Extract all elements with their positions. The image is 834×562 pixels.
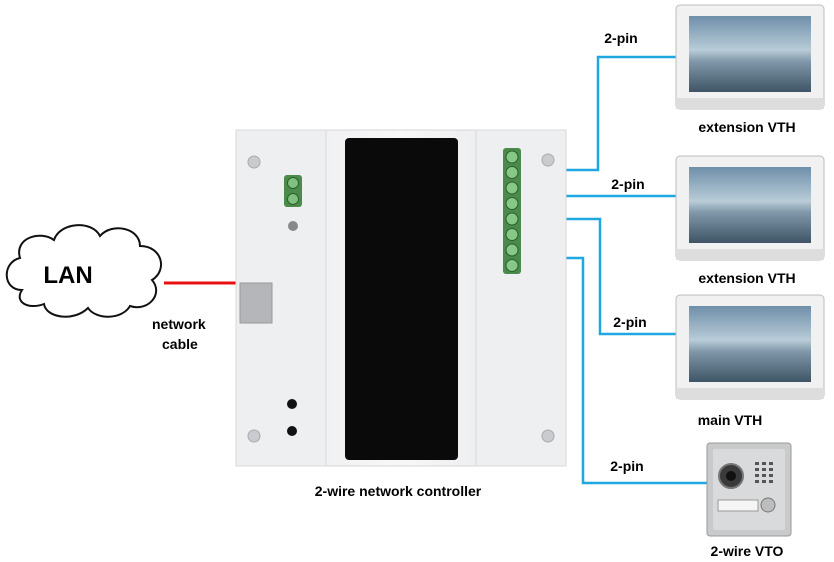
power-terminal-1 bbox=[287, 177, 299, 189]
controller-front-window bbox=[345, 138, 458, 460]
screw-top-left bbox=[247, 155, 261, 169]
indicator-hole bbox=[288, 221, 298, 231]
terminal-screw bbox=[505, 212, 519, 226]
vth-3-screen bbox=[689, 306, 811, 382]
network-cable-label-line1: network bbox=[152, 316, 206, 332]
terminal-screw bbox=[505, 228, 519, 241]
vto-key bbox=[755, 462, 759, 465]
vto-key bbox=[755, 474, 759, 477]
vto-name-plate bbox=[717, 499, 759, 512]
terminal-screw bbox=[505, 259, 519, 272]
vto-key bbox=[769, 468, 773, 471]
vth-2-screen bbox=[689, 167, 811, 243]
button-1 bbox=[287, 399, 297, 409]
screw-top-right bbox=[541, 153, 555, 167]
network-controller bbox=[235, 129, 567, 467]
pin-label-1: 2-pin bbox=[604, 30, 637, 46]
vto-key bbox=[762, 474, 766, 477]
lan-cloud-shape bbox=[5, 224, 162, 318]
terminal-screw bbox=[505, 166, 519, 179]
vth-3-bezel-bottom bbox=[676, 388, 824, 399]
two-wire-vto bbox=[706, 442, 792, 537]
vth-2-bezel-bottom bbox=[676, 249, 824, 260]
extension-vth-1 bbox=[675, 4, 825, 110]
device-label-extension-vth-2: extension VTH bbox=[698, 270, 795, 286]
lan-label: LAN bbox=[43, 262, 92, 289]
vto-call-button bbox=[760, 497, 776, 513]
ethernet-port bbox=[239, 282, 273, 324]
pin-label-2: 2-pin bbox=[611, 176, 644, 192]
terminal-screw bbox=[505, 197, 519, 210]
device-label-2-wire-vto: 2-wire VTO bbox=[711, 543, 784, 559]
device-label-extension-vth-1: extension VTH bbox=[698, 119, 795, 135]
terminal-screw bbox=[505, 181, 519, 195]
vto-key bbox=[769, 480, 773, 483]
screw-bottom-right bbox=[541, 429, 555, 443]
network-cable-label-line2: cable bbox=[162, 336, 198, 352]
vto-face bbox=[713, 449, 785, 530]
vto-keypad bbox=[755, 462, 773, 483]
vto-key bbox=[769, 462, 773, 465]
lan-cloud: LAN bbox=[5, 224, 162, 318]
vto-key bbox=[762, 462, 766, 465]
extension-vth-2 bbox=[675, 155, 825, 261]
main-vth bbox=[675, 294, 825, 400]
controller-label: 2-wire network controller bbox=[315, 483, 482, 499]
vto-camera-lens bbox=[726, 471, 736, 481]
pin-label-3: 2-pin bbox=[613, 314, 646, 330]
terminal-screws bbox=[505, 150, 519, 272]
vto-key bbox=[762, 480, 766, 483]
vto-key bbox=[755, 480, 759, 483]
terminal-block bbox=[503, 148, 521, 274]
button-2 bbox=[287, 426, 297, 436]
terminal-screw bbox=[505, 243, 519, 257]
power-terminal-2 bbox=[287, 193, 299, 205]
vth-1-bezel-bottom bbox=[676, 98, 824, 109]
screw-bottom-left bbox=[247, 429, 261, 443]
device-label-main-vth: main VTH bbox=[698, 412, 763, 428]
terminal-screw bbox=[505, 150, 519, 164]
vth-1-screen bbox=[689, 16, 811, 92]
vto-key bbox=[755, 468, 759, 471]
pin-label-4: 2-pin bbox=[610, 458, 643, 474]
vto-key bbox=[762, 468, 766, 471]
vto-key bbox=[769, 474, 773, 477]
